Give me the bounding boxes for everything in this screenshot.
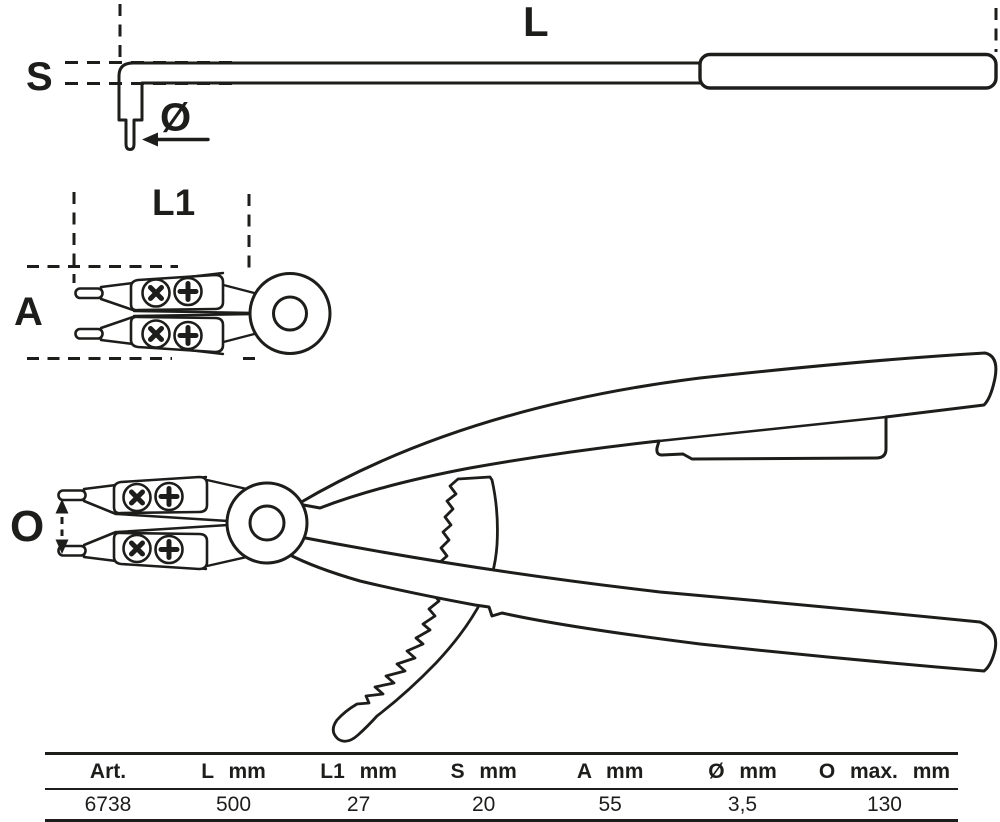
tip-view: L1 A: [14, 182, 332, 360]
tip-view-lower-jaw: [76, 314, 263, 354]
spec-value-l1: 27: [346, 792, 371, 816]
spec-header-a: A mm: [576, 759, 644, 783]
spec-value-s: 20: [472, 792, 496, 816]
side-view: L S Ø: [26, 0, 998, 151]
spec-value-a: 55: [598, 792, 622, 816]
pivot-hole: [248, 504, 286, 542]
spec-value-o-max: 130: [866, 792, 902, 816]
spec-table: Art. L mm L1 mm S mm A mm Ø mm O max. mm…: [45, 752, 958, 822]
lock-slider-seam: [657, 415, 888, 443]
up-arrow-icon: [55, 499, 69, 514]
spec-table-header-row: Art. L mm L1 mm S mm A mm Ø mm O max. mm: [45, 755, 958, 790]
pivot-hole: [272, 295, 308, 332]
left-arrow-icon: [142, 132, 158, 147]
label-tip-length-l1: L1: [152, 182, 195, 223]
label-opening-o: O: [10, 502, 44, 551]
label-length-l: L: [523, 0, 549, 45]
spec-header-l: L mm: [201, 759, 266, 783]
spec-header-diameter: Ø mm: [708, 759, 777, 783]
label-tip-span-a: A: [14, 290, 43, 334]
spec-value-l: 500: [216, 792, 252, 816]
spec-header-art: Art.: [89, 759, 127, 783]
tool-shaft-side: [117, 61, 705, 151]
spec-table-value-row: 6738 500 27 20 55 3,5 130: [45, 790, 958, 819]
down-arrow-icon: [55, 539, 69, 554]
upper-handle: [296, 351, 998, 510]
spec-value-art: 6738: [84, 792, 132, 816]
lower-handle: [286, 534, 998, 673]
label-thickness-s: S: [26, 55, 53, 99]
ratchet-rack: [331, 475, 499, 743]
spec-header-s: S mm: [450, 759, 517, 783]
tip-view-upper-jaw: [76, 273, 263, 313]
spec-value-diameter: 3,5: [727, 792, 758, 816]
label-diameter: Ø: [160, 96, 191, 140]
tool-handle-side: [698, 52, 998, 90]
spec-header-o-max: O max. mm: [818, 759, 951, 783]
spec-header-l1: L1 mm: [320, 759, 397, 783]
main-view: O: [10, 351, 998, 743]
